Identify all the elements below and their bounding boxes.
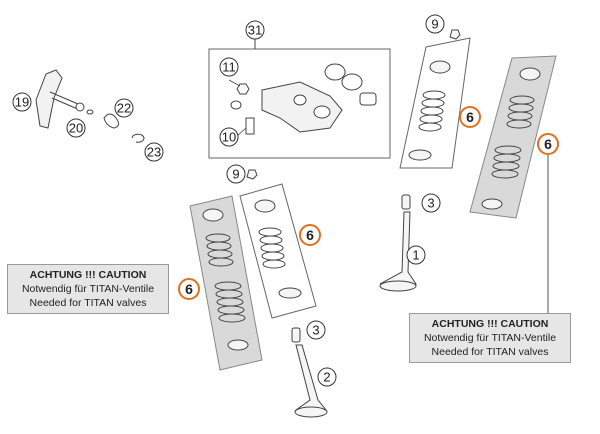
part-label-22: 22 <box>117 101 131 116</box>
decompressor-parts <box>35 69 145 143</box>
part-label-20: 20 <box>69 121 83 136</box>
part-label-6-right-titan: 6 <box>544 136 552 152</box>
nut-icon <box>246 169 258 180</box>
valve-spring-kit-left <box>239 183 317 319</box>
valve-spring-kit-right-titan <box>469 55 557 219</box>
part-label-23: 23 <box>147 145 161 160</box>
valve-spring-kit-right <box>399 37 471 169</box>
part-label-11: 11 <box>222 60 236 75</box>
part-label-6-middle: 6 <box>306 227 314 243</box>
caution-callout-left: ACHTUNG !!! CAUTION Notwendig für TITAN-… <box>7 264 169 314</box>
nut-icon <box>449 29 461 40</box>
rocker-group-frame <box>208 48 391 159</box>
caution-line-german: Notwendig für TITAN-Ventile <box>21 283 155 295</box>
valve-spring-kit-left-titan <box>189 195 263 371</box>
part-label-10: 10 <box>222 130 236 145</box>
part-label-31: 31 <box>248 23 262 38</box>
rocker-arm-shape <box>230 63 377 135</box>
part-label-6-right-upper: 6 <box>466 109 474 125</box>
caution-title: ACHTUNG !!! CAUTION <box>431 318 549 330</box>
caution-line-english: Needed for TITAN valves <box>431 346 549 358</box>
caution-line-english: Needed for TITAN valves <box>29 297 147 309</box>
valve-parts <box>291 194 417 418</box>
caution-line-german: Notwendig für TITAN-Ventile <box>423 332 557 344</box>
part-label-3-top: 3 <box>427 196 434 211</box>
rocker-arm-group <box>208 38 391 159</box>
part-label-19: 19 <box>15 95 29 110</box>
part-label-2: 2 <box>323 370 330 385</box>
caution-title: ACHTUNG !!! CAUTION <box>29 269 147 281</box>
part-label-9-top: 9 <box>431 17 438 32</box>
part-label-6-left-titan: 6 <box>185 281 193 297</box>
caution-callout-right: ACHTUNG !!! CAUTION Notwendig für TITAN-… <box>409 313 571 363</box>
part-label-9-mid: 9 <box>232 167 239 182</box>
part-label-3-bottom: 3 <box>312 323 319 338</box>
part-label-1: 1 <box>412 248 419 263</box>
